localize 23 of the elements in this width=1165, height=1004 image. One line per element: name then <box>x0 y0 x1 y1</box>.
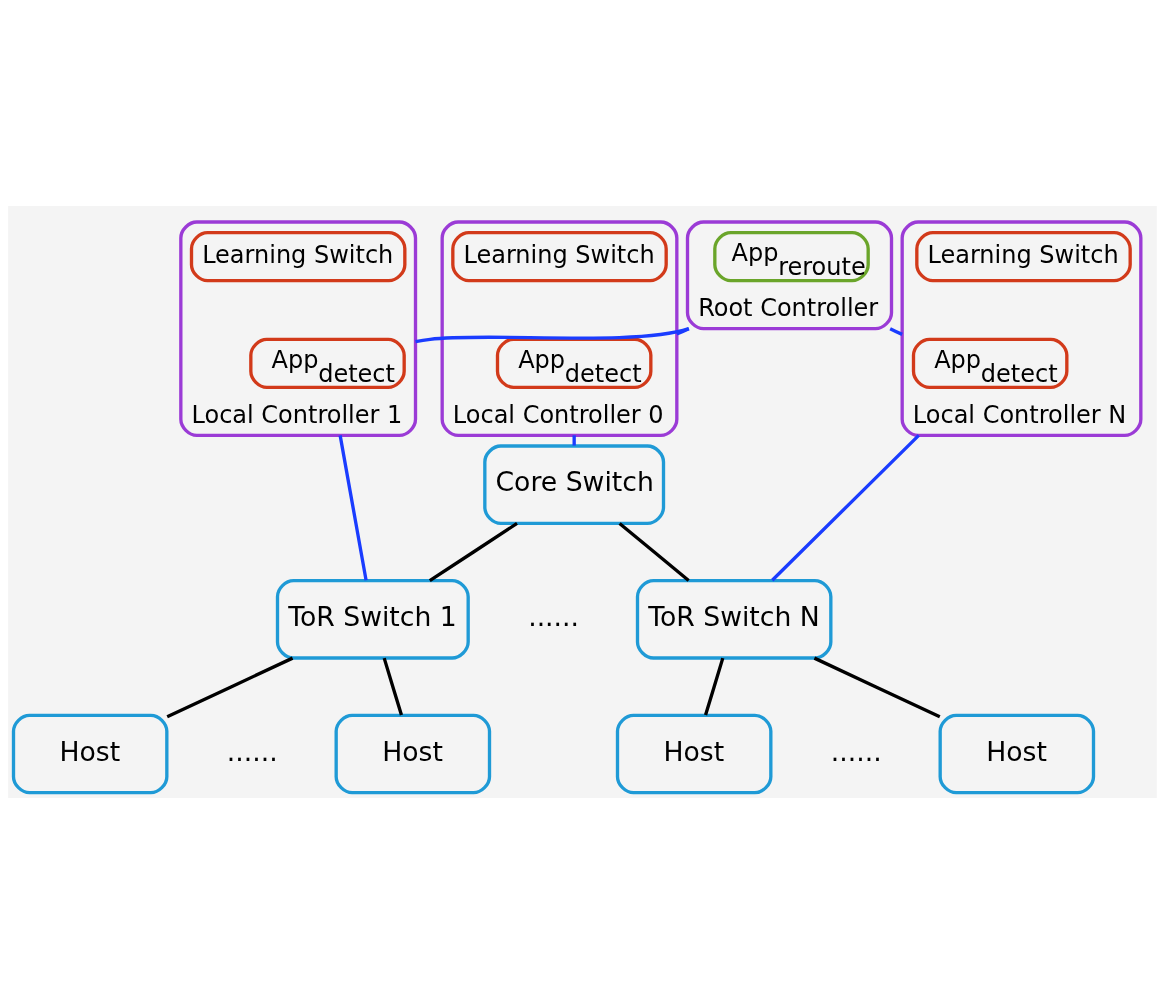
label: ...... <box>528 601 580 632</box>
node-box: Host <box>615 713 773 795</box>
connector <box>382 657 404 716</box>
label: ...... <box>830 735 882 767</box>
connector <box>618 522 690 582</box>
connector <box>166 656 294 719</box>
node-box: Host <box>11 713 169 795</box>
connector <box>338 435 368 581</box>
connector <box>771 434 920 582</box>
node-box: ToR Switch 1 <box>275 579 470 660</box>
node-box: Host <box>938 713 1096 795</box>
node-box: Learning Switch <box>915 231 1132 283</box>
connector <box>813 656 941 719</box>
node-box: Learning Switch <box>189 231 407 283</box>
label: ...... <box>226 735 278 767</box>
node-box: Core Switch <box>483 444 666 525</box>
connector <box>428 522 518 583</box>
node-box: Learning Switch <box>451 231 668 283</box>
connector <box>703 657 725 716</box>
connector <box>889 327 903 336</box>
node-box: Host <box>334 713 492 795</box>
node-box: ToR Switch N <box>635 579 833 660</box>
connector <box>572 435 576 446</box>
